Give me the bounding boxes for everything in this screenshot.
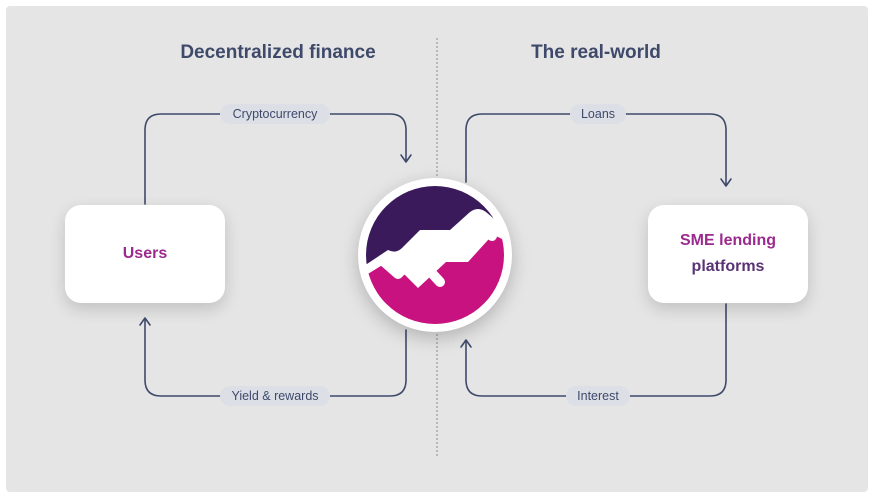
- users-node: Users: [65, 205, 225, 303]
- flow-label-cryptocurrency: Cryptocurrency: [220, 104, 330, 124]
- flow-label-interest: Interest: [566, 386, 630, 406]
- arrow-head-icon: [139, 317, 151, 326]
- users-label: Users: [122, 245, 168, 262]
- flow-line-loans: [465, 113, 727, 185]
- sme-label-line2: platforms: [691, 258, 765, 275]
- sme-label-line1: SME lending: [680, 232, 776, 249]
- flow-label-loans: Loans: [570, 104, 626, 124]
- logo-icon: [366, 186, 504, 324]
- sme-lending-node: SME lending platforms: [648, 205, 808, 303]
- arrow-head-icon: [720, 178, 732, 187]
- right-section-title: The real-world: [531, 42, 661, 63]
- arrow-head-icon: [460, 339, 472, 348]
- arrow-head-icon: [400, 154, 412, 163]
- flow-label-yield-rewards: Yield & rewards: [220, 386, 330, 406]
- center-logo: [358, 178, 512, 332]
- left-section-title: Decentralized finance: [180, 42, 376, 63]
